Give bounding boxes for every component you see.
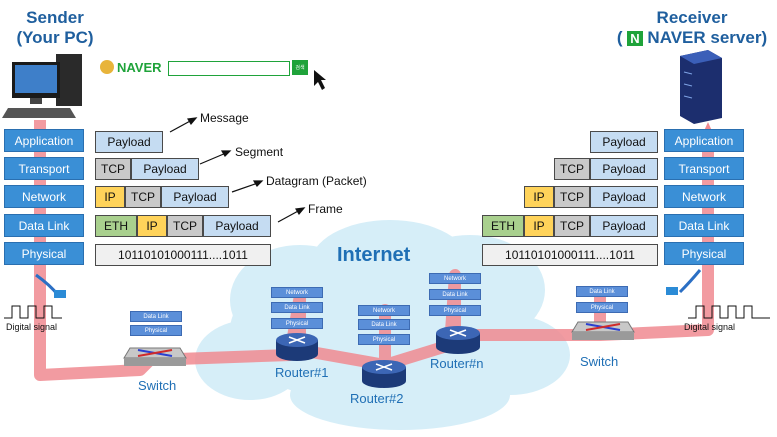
sender-layer-application: Application [4, 129, 84, 152]
naver-n-logo: N [627, 31, 643, 46]
router2-slab-datalink: Data Link [358, 319, 410, 330]
routern-slab-physical: Physical [429, 305, 481, 316]
routern-slab-datalink: Data Link [429, 289, 481, 300]
receiver-title-line1: Receiver [656, 8, 728, 27]
sender-digital-signal-label: Digital signal [6, 322, 58, 332]
switch-right-label: Switch [580, 354, 619, 369]
sender-layer-physical: Physical [4, 242, 84, 265]
sender-layer-datalink: Data Link [4, 214, 84, 237]
switch-left-slab-datalink: Data Link [130, 311, 182, 322]
sender-app-payload: Payload [95, 131, 163, 153]
router2-slab-network: Network [358, 305, 410, 316]
sender-pc-icon [2, 54, 82, 118]
naver-mascot-icon [100, 60, 114, 74]
pdu-label-message: Message [200, 111, 249, 125]
naver-search-button[interactable]: 검색 [292, 60, 308, 75]
switch-left-slab-physical: Physical [130, 325, 182, 336]
receiver-layer-transport: Transport [664, 157, 744, 180]
router1-slab-datalink: Data Link [271, 302, 323, 313]
receiver-digital-signal-label: Digital signal [684, 322, 736, 332]
receiver-network-payload: Payload [590, 186, 658, 208]
sender-datalink-tcp: TCP [167, 215, 203, 237]
switch-right-slab-datalink: Data Link [576, 286, 628, 297]
routern-label: Router#n [430, 356, 484, 371]
digital-signal-waves [4, 305, 770, 319]
receiver-layer-network: Network [664, 185, 744, 208]
receiver-layer-datalink: Data Link [664, 214, 744, 237]
receiver-title-prefix: ( [616, 28, 623, 47]
router1-icon [276, 333, 318, 361]
receiver-transport-payload: Payload [590, 158, 658, 180]
switch-right-slab-physical: Physical [576, 302, 628, 313]
sender-network-ip: IP [95, 186, 125, 208]
receiver-datalink-ip: IP [524, 215, 554, 237]
receiver-datalink-eth: ETH [482, 215, 524, 237]
sender-network-tcp: TCP [125, 186, 161, 208]
router1-label: Router#1 [275, 365, 329, 380]
router1-slab-network: Network [271, 287, 323, 298]
server-icon [680, 50, 722, 124]
pdu-label-datagram: Datagram (Packet) [266, 174, 367, 188]
receiver-physical-bits: 10110101000111....1011 [482, 244, 658, 266]
receiver-network-tcp: TCP [554, 186, 590, 208]
receiver-datalink-tcp: TCP [554, 215, 590, 237]
sender-layer-transport: Transport [4, 157, 84, 180]
router1-slab-physical: Physical [271, 318, 323, 329]
router2-icon [362, 360, 406, 388]
receiver-datalink-payload: Payload [590, 215, 658, 237]
receiver-title-line2: ( N NAVER server) [612, 28, 772, 49]
receiver-app-payload: Payload [590, 131, 658, 153]
sender-datalink-payload: Payload [203, 215, 271, 237]
router2-label: Router#2 [350, 391, 404, 406]
naver-search-input[interactable] [168, 61, 290, 76]
router2-slab-physical: Physical [358, 334, 410, 345]
pdu-label-frame: Frame [308, 202, 343, 216]
routern-icon [436, 326, 480, 354]
internet-label: Internet [337, 244, 411, 266]
receiver-network-ip: IP [524, 186, 554, 208]
switch-left-icon [123, 347, 187, 366]
sender-physical-bits: 10110101000111....1011 [95, 244, 271, 266]
receiver-layer-physical: Physical [664, 242, 744, 265]
sender-network-payload: Payload [161, 186, 229, 208]
sender-datalink-ip: IP [137, 215, 167, 237]
sender-datalink-eth: ETH [95, 215, 137, 237]
receiver-transport-tcp: TCP [554, 158, 590, 180]
receiver-title: Receiver ( N NAVER server) [612, 8, 772, 49]
cable-plug-left [54, 290, 66, 298]
sender-title-line2: (Your PC) [16, 28, 94, 47]
routern-slab-network: Network [429, 273, 481, 284]
naver-logo: NAVER [117, 60, 162, 75]
receiver-title-rest: NAVER server) [647, 28, 768, 47]
switch-left-label: Switch [138, 378, 177, 393]
sender-transport-payload: Payload [131, 158, 199, 180]
switch-right-icon [571, 321, 635, 340]
cable-plug-right [666, 287, 678, 295]
sender-transport-tcp: TCP [95, 158, 131, 180]
sender-title: Sender (Your PC) [5, 8, 105, 48]
sender-layer-network: Network [4, 185, 84, 208]
sender-title-line1: Sender [26, 8, 84, 27]
pdu-label-segment: Segment [235, 145, 284, 159]
receiver-layer-application: Application [664, 129, 744, 152]
pdu-arrows [169, 117, 306, 223]
mouse-cursor-icon [314, 70, 326, 90]
